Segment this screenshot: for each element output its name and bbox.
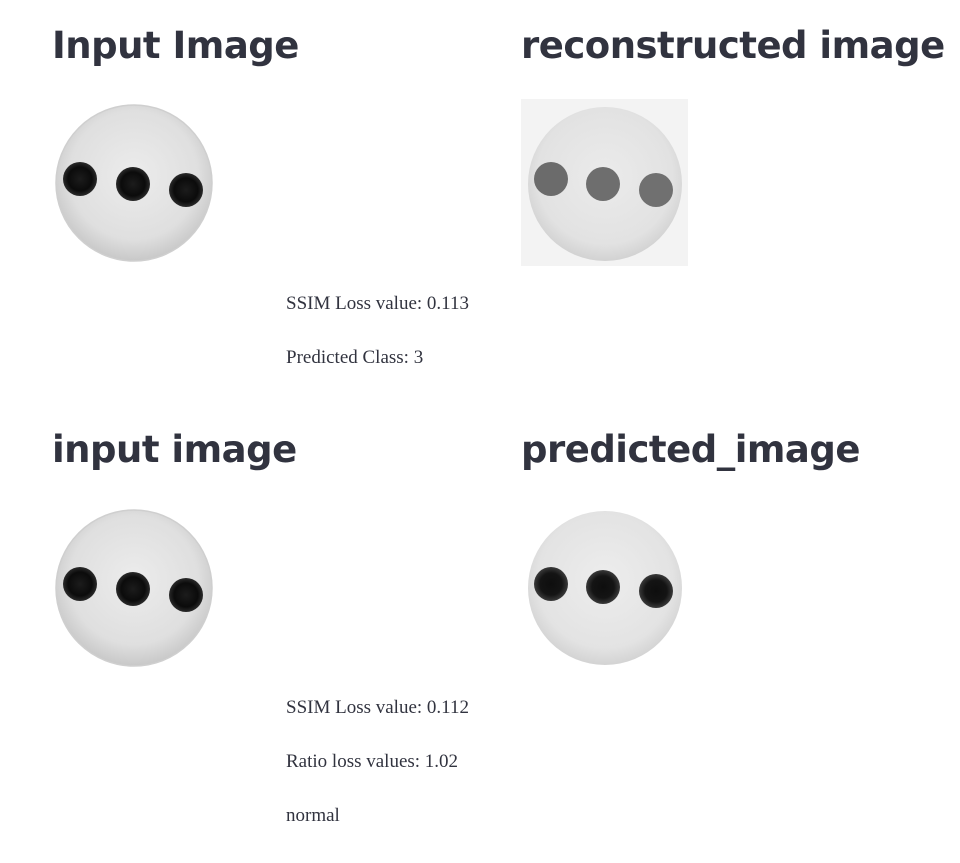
- input-image-title-2: input image: [52, 428, 297, 471]
- predicted-image: [521, 505, 688, 672]
- reconstructed-image-title: reconstructed image: [521, 24, 945, 67]
- reconstructed-image: [521, 99, 688, 266]
- input-image: [52, 100, 218, 266]
- status-text: normal: [286, 805, 340, 826]
- predicted-class-text: Predicted Class: 3: [286, 347, 424, 368]
- input-image-title: Input Image: [52, 24, 299, 67]
- input-image-2: [52, 505, 218, 671]
- ssim-loss-text-2: SSIM Loss value: 0.112: [286, 697, 469, 718]
- predicted-image-title: predicted_image: [521, 428, 860, 471]
- ssim-loss-text-1: SSIM Loss value: 0.113: [286, 293, 469, 314]
- ratio-loss-text: Ratio loss values: 1.02: [286, 751, 459, 772]
